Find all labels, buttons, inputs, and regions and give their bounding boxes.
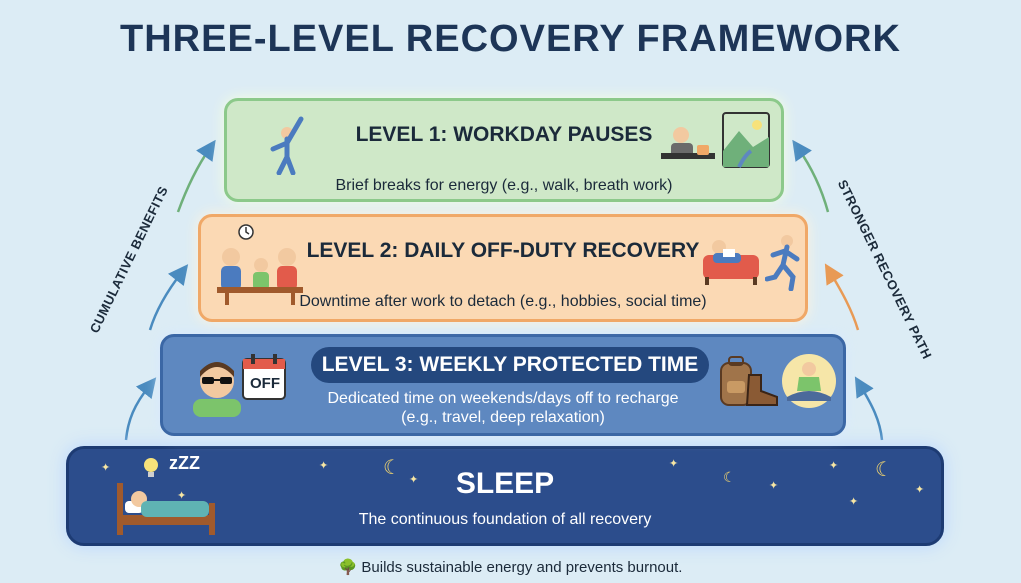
star-icon: ✦ bbox=[409, 474, 419, 486]
level-3-description-line2: (e.g., travel, deep relaxation) bbox=[401, 409, 605, 426]
moon-icon: ☾ bbox=[875, 459, 893, 481]
bed-sleeper-icon bbox=[117, 458, 215, 535]
moon-icon: ☾ bbox=[383, 457, 401, 479]
footer-text: Builds sustainable energy and prevents b… bbox=[361, 559, 683, 576]
couch-reading-icon bbox=[703, 240, 759, 285]
level-3-tier: OFF LEVEL 3: WEEKLY PROTECTED TIME Dedic… bbox=[160, 334, 846, 436]
level-2-heading: LEVEL 2: DAILY OFF-DUTY RECOVERY bbox=[306, 239, 700, 262]
level-2-tier: LEVEL 2: DAILY OFF-DUTY RECOVERY Downtim… bbox=[198, 214, 808, 322]
tree-icon: 🌳 bbox=[338, 559, 358, 576]
level-1-heading: LEVEL 1: WORKDAY PAUSES bbox=[355, 123, 653, 146]
right-arrow-upper bbox=[792, 139, 830, 213]
star-icon: ✦ bbox=[669, 458, 679, 470]
level-2-description: Downtime after work to detach (e.g., hob… bbox=[299, 293, 707, 310]
calendar-off-icon bbox=[242, 354, 286, 400]
star-icon: ✦ bbox=[177, 490, 187, 502]
sunglasses-person-icon bbox=[193, 362, 241, 417]
sleep-heading: SLEEP bbox=[455, 467, 555, 500]
left-arrow-middle bbox=[148, 264, 189, 331]
landscape-picture-icon bbox=[722, 112, 770, 168]
level-3-description-line1: Dedicated time on weekends/days off to r… bbox=[327, 390, 679, 407]
footer-note: 🌳 Builds sustainable energy and prevents… bbox=[0, 558, 1021, 576]
level-3-heading: LEVEL 3: WEEKLY PROTECTED TIME bbox=[321, 353, 699, 376]
star-icon: ✦ bbox=[915, 484, 925, 496]
tired-desk-worker-icon bbox=[661, 127, 715, 159]
right-arrow-lower bbox=[854, 376, 884, 441]
meditation-icon bbox=[782, 354, 836, 408]
jogger-icon bbox=[765, 235, 800, 291]
left-arrow-lower bbox=[124, 377, 157, 441]
right-arrow-middle bbox=[824, 263, 860, 331]
star-icon: ✦ bbox=[769, 480, 779, 492]
sleep-foundation: ✦ ✦ ✦ ✦ ✦ ✦ ✦ ✦ ✦ ☾ ☾ ☾ zZZ SLEEP The co… bbox=[66, 446, 944, 546]
level-1-description: Brief breaks for energy (e.g., walk, bre… bbox=[335, 177, 673, 194]
backpack-icon bbox=[720, 356, 752, 406]
calendar-off-text: OFF bbox=[250, 375, 280, 392]
hiking-boot-icon bbox=[745, 374, 778, 406]
star-icon: ✦ bbox=[101, 462, 111, 474]
family-dinner-icon bbox=[217, 248, 303, 305]
level-3-heading-pill: LEVEL 3: WEEKLY PROTECTED TIME bbox=[311, 347, 709, 383]
left-arrow-upper bbox=[176, 139, 216, 213]
clock-icon bbox=[238, 224, 254, 240]
star-icon: ✦ bbox=[319, 460, 329, 472]
page-title: THREE-LEVEL RECOVERY FRAMEWORK bbox=[120, 18, 901, 60]
star-icon: ✦ bbox=[829, 460, 839, 472]
star-icon: ✦ bbox=[849, 496, 859, 508]
moon-icon: ☾ bbox=[723, 469, 736, 485]
stretching-person-icon bbox=[270, 116, 304, 175]
level-1-tier: LEVEL 1: WORKDAY PAUSES Brief breaks for… bbox=[224, 98, 784, 202]
level-3-description: Dedicated time on weekends/days off to r… bbox=[163, 389, 843, 427]
sleep-z-text: zZZ bbox=[169, 453, 200, 473]
sleep-description: The continuous foundation of all recover… bbox=[358, 511, 652, 528]
